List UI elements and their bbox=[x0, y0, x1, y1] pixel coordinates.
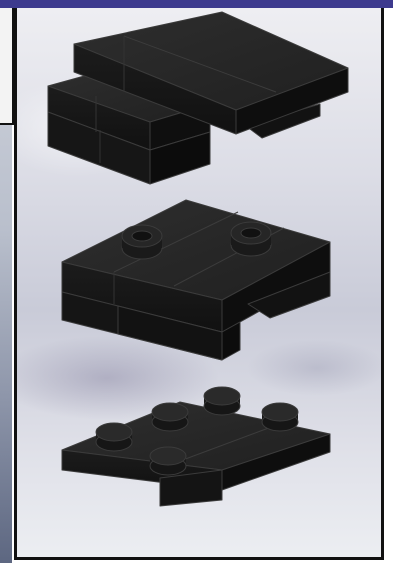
brick-stack-wedge-icon bbox=[48, 12, 348, 184]
stud-icon bbox=[231, 222, 271, 256]
brick-stack-studded-top-icon bbox=[62, 200, 330, 360]
stud-icon bbox=[122, 225, 162, 259]
plate-assembly-studs-icon bbox=[62, 387, 330, 506]
